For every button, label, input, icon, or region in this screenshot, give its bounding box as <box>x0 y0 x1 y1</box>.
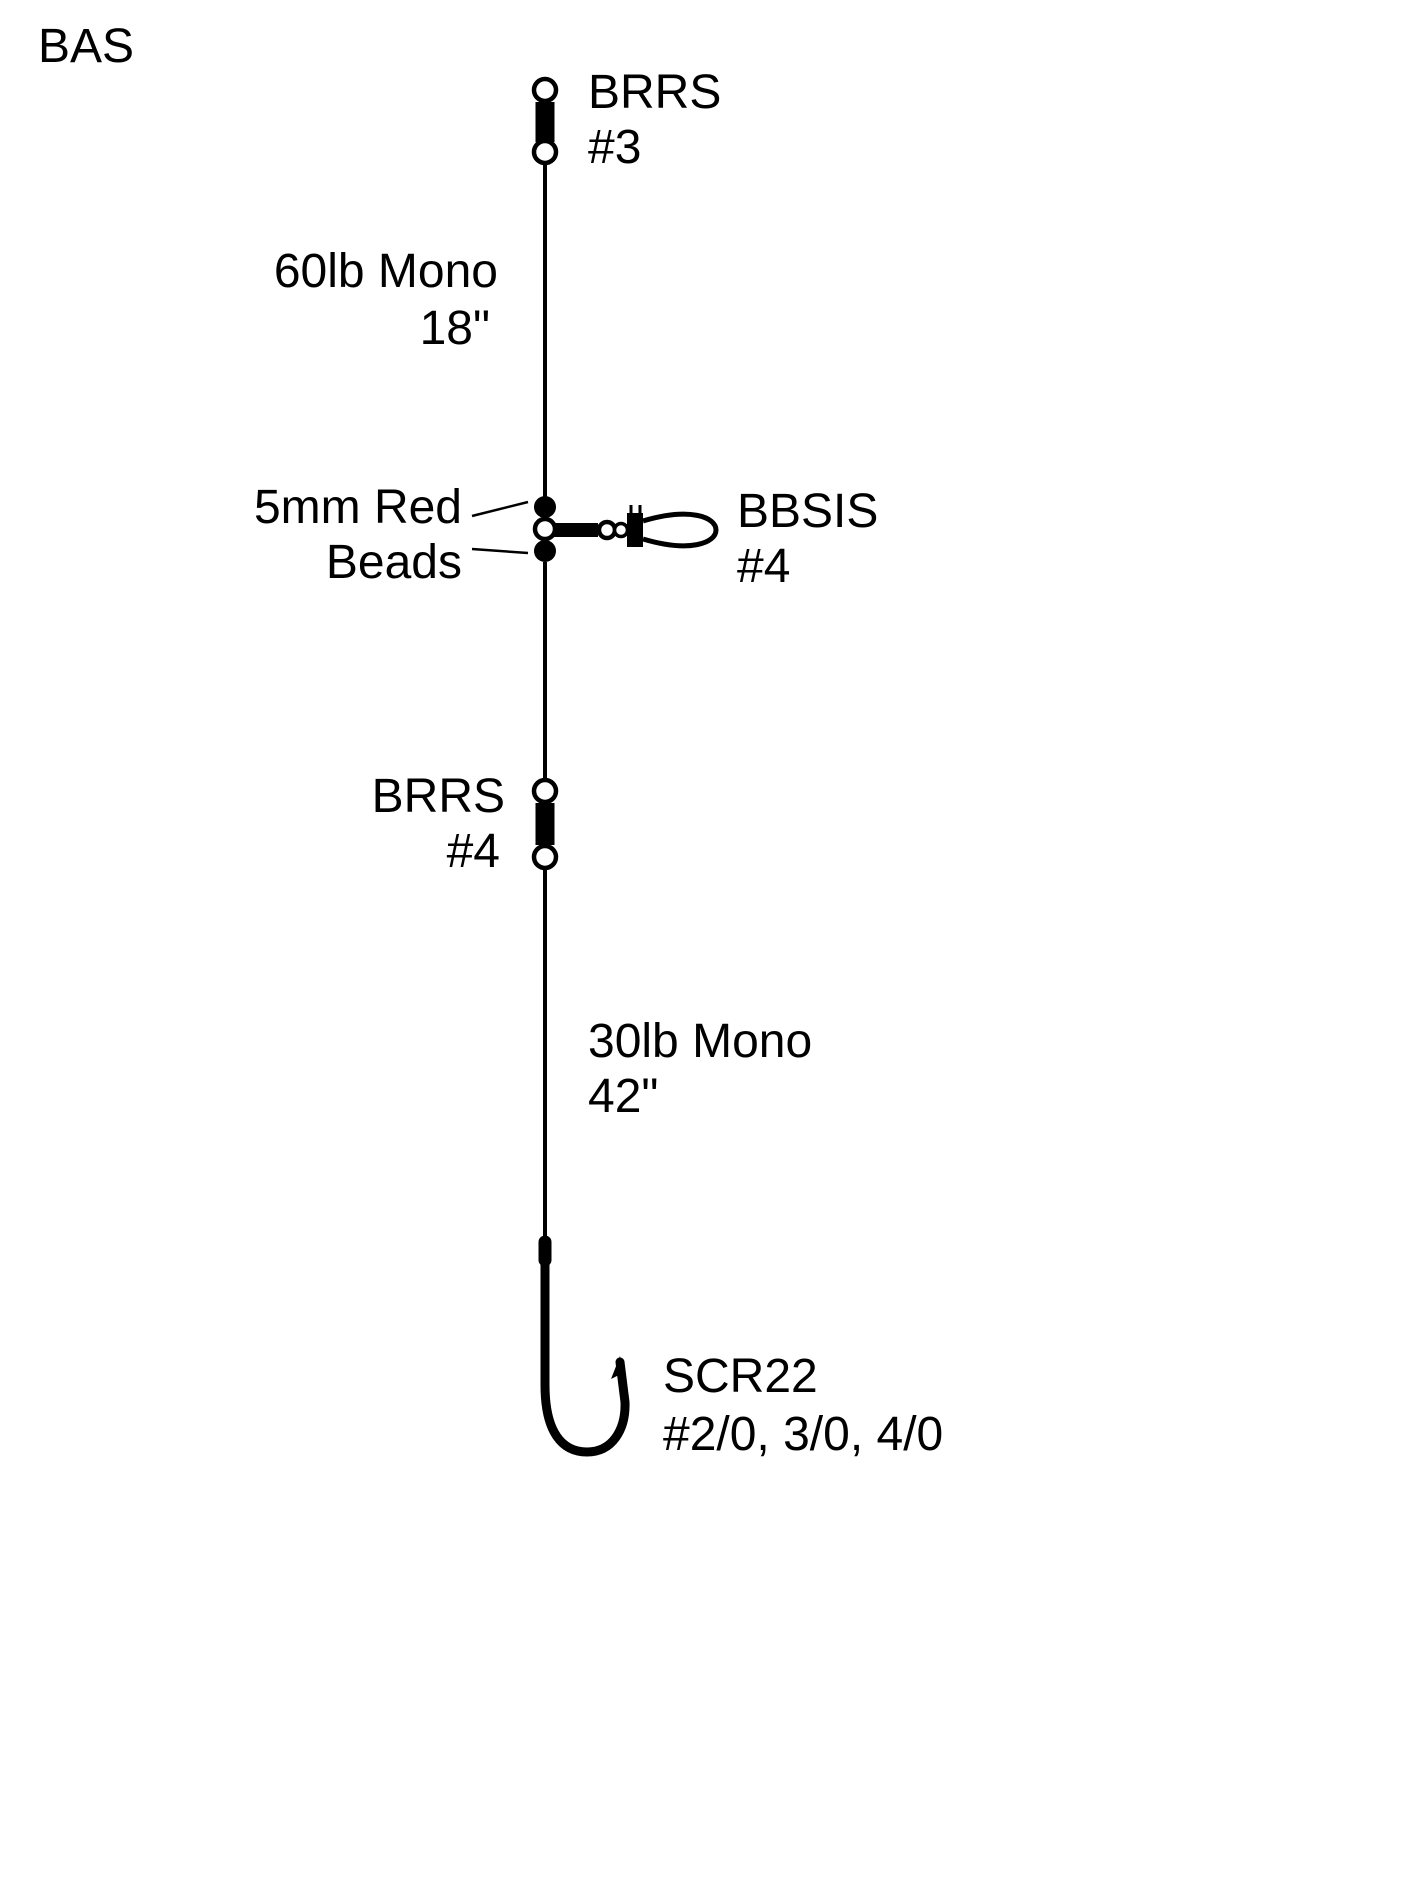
top-swivel-size-label: #3 <box>588 121 641 174</box>
lower-line-length-label: 42" <box>588 1070 658 1123</box>
mid-barrel-swivel-icon <box>531 777 559 871</box>
lower-red-bead-icon <box>534 540 556 562</box>
hook-name-label: SCR22 <box>663 1350 818 1403</box>
snap-swivel-icon <box>554 505 719 549</box>
top-swivel-upper-ring-icon <box>531 76 559 104</box>
mid-swivel-size-label: #4 <box>447 825 500 878</box>
top-swivel-name-label: BRRS <box>588 66 721 119</box>
beads-label-line1: 5mm Red <box>254 481 462 534</box>
snap-loop-icon <box>642 511 719 549</box>
bead-cluster-icon <box>532 496 558 562</box>
hook-bend-icon <box>540 1245 630 1457</box>
diagram-title: BAS <box>38 20 134 73</box>
snap-swivel-ring1-icon <box>596 519 618 541</box>
snap-swivel-name-label: BBSIS <box>737 485 878 538</box>
snap-swivel-size-label: #4 <box>737 540 790 593</box>
top-swivel-lower-ring-icon <box>531 138 559 166</box>
snap-swivel-barrel-icon <box>554 523 598 537</box>
upper-line-length-label: 18" <box>420 302 490 355</box>
hook-sizes-label: #2/0, 3/0, 4/0 <box>663 1408 943 1461</box>
top-swivel-body-icon <box>535 102 555 142</box>
upper-line-material-label: 60lb Mono <box>274 245 498 298</box>
upper-red-bead-icon <box>534 496 556 518</box>
mid-swivel-name-label: BRRS <box>372 770 505 823</box>
mid-swivel-body-icon <box>535 803 555 845</box>
snap-clasp-body-icon <box>627 513 643 547</box>
center-swivel-ring-icon <box>532 516 558 542</box>
mid-swivel-lower-ring-icon <box>531 843 559 871</box>
mid-swivel-upper-ring-icon <box>531 777 559 805</box>
bead-pointer-lower-line <box>471 547 529 555</box>
lower-line-material-label: 30lb Mono <box>588 1015 812 1068</box>
hook-barb-icon <box>611 1356 623 1379</box>
hook-icon <box>538 1235 630 1457</box>
bead-pointer-upper-line <box>471 500 529 518</box>
snap-swivel-ring2-icon <box>612 521 630 539</box>
beads-label-line2: Beads <box>326 536 462 589</box>
top-barrel-swivel-icon <box>531 76 559 166</box>
